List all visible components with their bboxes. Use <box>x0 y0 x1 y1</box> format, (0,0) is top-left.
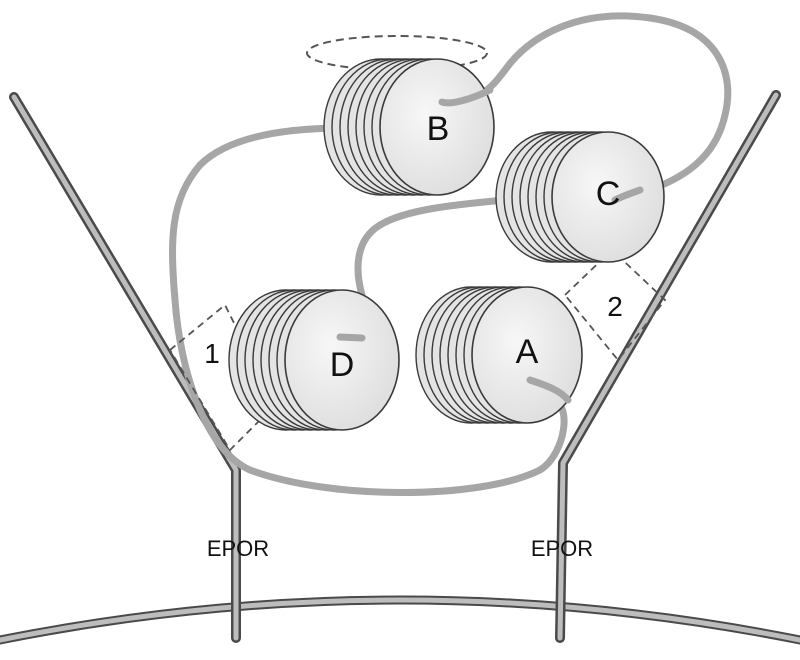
dashed-box-2 <box>563 248 667 362</box>
disk-face <box>379 58 495 196</box>
domain-label-c: C <box>596 175 621 213</box>
domain-label-b: B <box>427 110 450 148</box>
disk-face <box>284 289 400 431</box>
domain-d <box>228 289 400 431</box>
domain-label-a: A <box>516 333 539 371</box>
receptor-label-right: EPOR <box>531 536 593 561</box>
domain-b <box>323 58 495 196</box>
receptor-left <box>9 92 241 643</box>
cell-membrane <box>0 595 800 645</box>
disk-face <box>551 131 665 263</box>
linker-ends <box>336 86 644 404</box>
receptor-label-left: EPOR <box>207 536 269 561</box>
site-label-1: 1 <box>204 338 220 369</box>
domain-a <box>415 286 583 424</box>
receptor-right <box>555 90 781 643</box>
site-label-2: 2 <box>607 291 623 322</box>
domain-label-d: D <box>330 346 355 384</box>
domain-c <box>495 131 665 263</box>
